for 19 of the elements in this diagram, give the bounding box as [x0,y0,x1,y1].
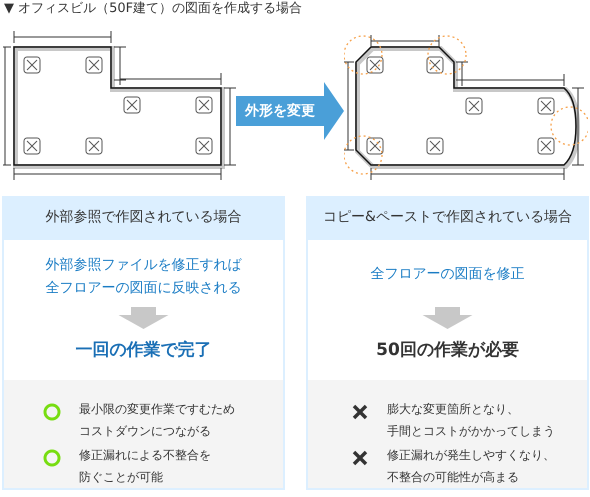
panel-heading: コピー&ペーストで作図されている場合 [322,208,573,227]
lead-text: 外部参照ファイルを修正すれば全フロアーの図面に反映される [44,256,243,298]
block-arrow [236,82,344,140]
list-item-text: 膨大な変更箇所となり、手間とコストがかかってしまう [387,401,556,440]
list-area [4,380,283,488]
panel-heading: 外部参照で作図されている場合 [44,208,242,227]
block-arrow [118,307,168,329]
panel [2,196,285,490]
list-item-text: 最小限の変更作業ですむためコストダウンにつながる [79,401,236,440]
list-item-text: 修正漏れが発生しやすくなり、不整合の可能性が高まる [387,447,556,486]
block-arrow [422,307,472,329]
edge-label: 外形を変更 [244,102,316,121]
lead-text: 全フロアーの図面を修正 [370,265,526,284]
result-text: 50回の作業が必要 [375,339,520,361]
result-text: 一回の作業で完了 [74,339,212,361]
heading: ▼ オフィスビル（50F建て）の図面を作成する場合 [4,0,302,17]
panel [306,196,589,490]
list-item-text: 修正漏れによる不整合を防ぐことが可能 [79,447,212,486]
list-area [308,380,587,488]
